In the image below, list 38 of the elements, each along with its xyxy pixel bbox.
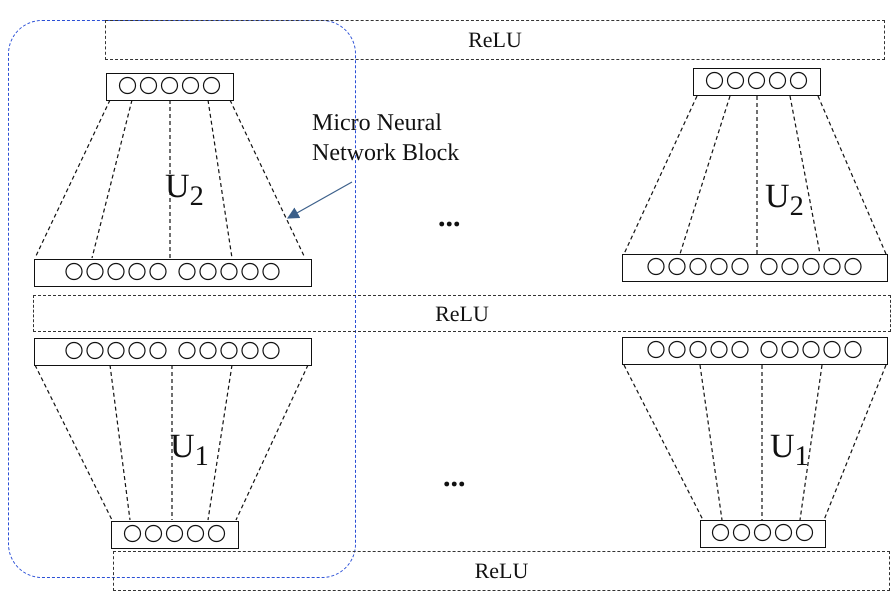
neuron-layer bbox=[34, 338, 312, 366]
neuron-layer bbox=[111, 521, 239, 549]
leader-arrow bbox=[286, 181, 352, 219]
connection-line bbox=[799, 364, 823, 520]
connection-line bbox=[789, 96, 821, 254]
activation-band: ReLU bbox=[105, 20, 885, 60]
connection-line bbox=[171, 365, 173, 520]
neuron-layer bbox=[622, 254, 888, 282]
connection-line bbox=[207, 364, 233, 520]
ellipsis-text: ... bbox=[443, 460, 466, 494]
connection-line bbox=[91, 100, 133, 258]
weight-matrix-label: U$_{1}$ bbox=[770, 428, 809, 473]
connection-line bbox=[817, 96, 887, 254]
connection-line bbox=[623, 96, 698, 254]
neuron-layer bbox=[700, 520, 826, 548]
connection-line bbox=[34, 364, 113, 520]
ellipsis-text: ... bbox=[438, 200, 460, 234]
connection-line bbox=[679, 96, 731, 254]
connection-line bbox=[756, 96, 758, 254]
neuron-layer bbox=[693, 68, 821, 96]
weight-matrix-label: U$_{2}$ bbox=[765, 178, 804, 223]
connection-line bbox=[699, 364, 723, 520]
activation-band: ReLU bbox=[33, 295, 891, 332]
neuron-layer bbox=[34, 259, 312, 287]
neuron-layer bbox=[106, 73, 234, 101]
connection-line bbox=[235, 364, 309, 520]
weight-matrix-label: U$_{1}$ bbox=[170, 428, 209, 473]
neuron-layer bbox=[622, 337, 888, 365]
connection-line bbox=[34, 100, 111, 258]
activation-band: ReLU bbox=[113, 551, 890, 591]
connection-line bbox=[623, 364, 704, 520]
connection-line bbox=[823, 364, 887, 520]
connection-line bbox=[109, 364, 131, 520]
connection-line bbox=[761, 365, 763, 520]
connection-line bbox=[229, 100, 306, 258]
connection-line bbox=[207, 100, 233, 258]
callout-text: Micro Neural Network Block bbox=[312, 108, 512, 172]
connection-line bbox=[169, 100, 171, 258]
